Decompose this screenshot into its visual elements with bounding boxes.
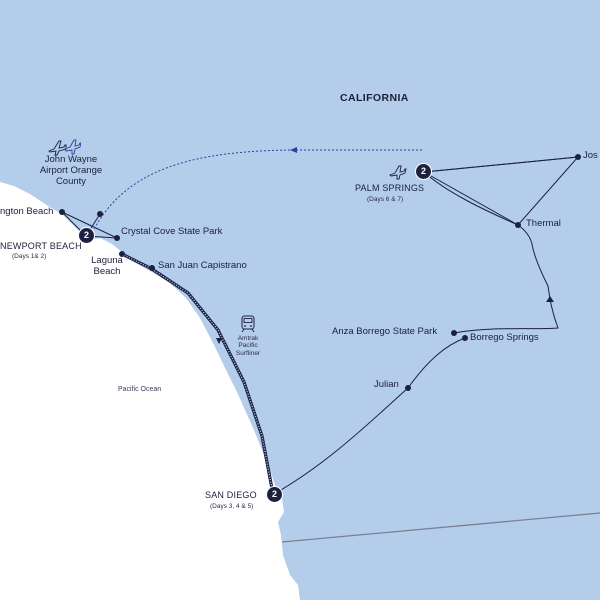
flight-direction-arrow — [290, 147, 297, 153]
stop-label-julian: Julian — [374, 379, 399, 390]
stop-dot-julian — [405, 385, 411, 391]
stop-dot-airport — [97, 211, 103, 217]
stop-dot-anza — [451, 330, 457, 336]
stop-label-anza: Anza Borrego State Park — [332, 326, 438, 337]
nights-badge-palm-springs: 2 — [415, 163, 432, 180]
hub-days-san-diego: (Days 3, 4 & 5) — [210, 503, 254, 510]
nights-badge-san-diego: 2 — [266, 486, 283, 503]
hub-label-newport: NEWPORT BEACH — [0, 241, 82, 251]
plane-icon-palm-springs — [389, 165, 407, 180]
plane-icon — [48, 139, 81, 156]
train-label: Amtrak Pacific Surfliner — [235, 335, 261, 357]
hub-label-san-diego: SAN DIEGO — [205, 490, 257, 500]
ocean-label: Pacific Ocean — [118, 386, 162, 393]
stop-dot-joshua — [575, 154, 581, 160]
stop-label-borrego: Borrego Springs — [470, 332, 539, 343]
train-icon — [241, 315, 255, 333]
border-line — [281, 512, 600, 543]
stop-dot-thermal — [515, 222, 521, 228]
hub-days-palm-springs: (Days 6 & 7) — [367, 196, 404, 203]
flight-path — [91, 149, 422, 234]
train-direction-arrow — [216, 338, 222, 344]
stop-dot-borrego — [462, 335, 468, 341]
hub-label-palm-springs: PALM SPRINGS — [355, 183, 425, 193]
stop-label-laguna: Laguna Beach — [91, 255, 123, 277]
stop-dot-huntington — [59, 209, 65, 215]
airport-label: John Wayne Airport Orange County — [39, 154, 103, 187]
route-direction-arrow — [546, 296, 554, 302]
stop-dot-capistrano — [149, 265, 155, 271]
stop-label-huntington: ngton Beach — [0, 206, 54, 217]
state-label: CALIFORNIA — [340, 92, 409, 104]
stop-dot-crystal-cove — [114, 235, 120, 241]
stop-label-crystal-cove: Crystal Cove State Park — [121, 226, 223, 237]
stop-label-capistrano: San Juan Capistrano — [158, 260, 247, 271]
nights-badge-newport: 2 — [78, 227, 95, 244]
stop-label-thermal: Thermal — [526, 218, 561, 229]
stop-dot-laguna — [119, 251, 125, 257]
hub-days-newport: (Days 1& 2) — [12, 253, 47, 260]
stop-label-joshua: Jos — [583, 150, 598, 161]
train-track-inner — [121, 253, 274, 495]
